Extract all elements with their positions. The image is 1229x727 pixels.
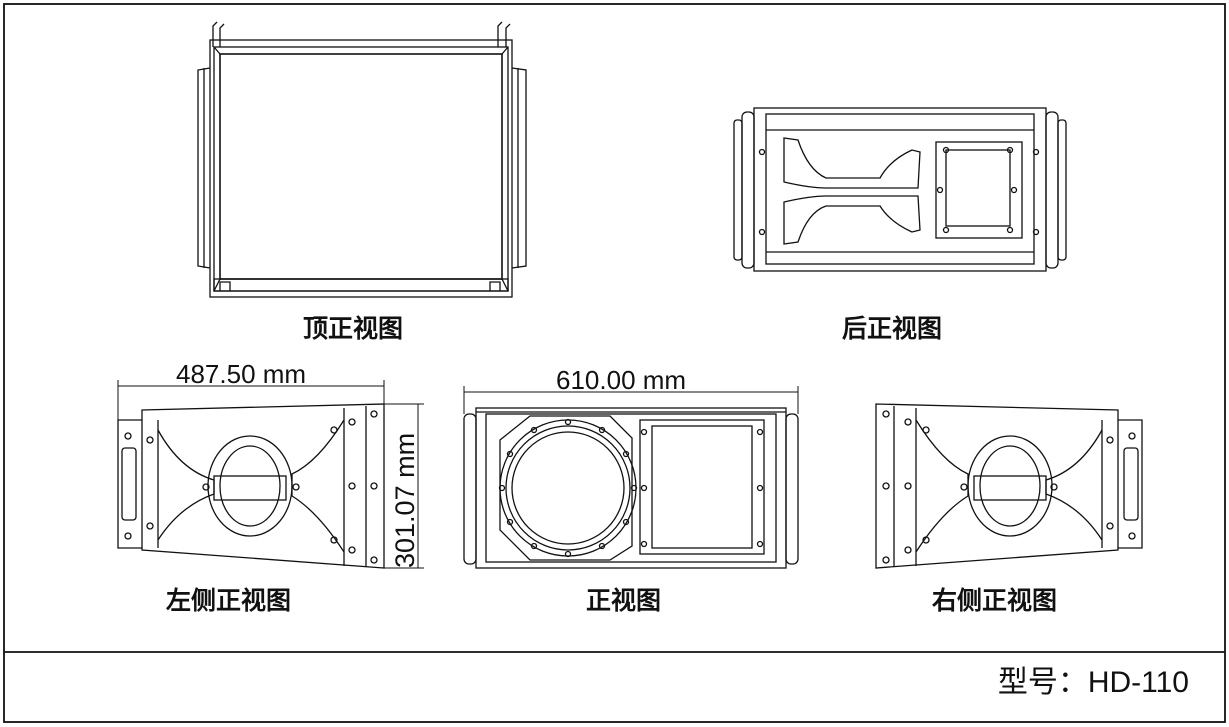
- right-view-label: 右侧正视图: [932, 586, 1058, 615]
- left-view-label: 左侧正视图: [166, 586, 292, 615]
- model-label: 型号：: [997, 665, 1088, 700]
- rear-view-label: 后正视图: [842, 314, 943, 343]
- dimension-height: [384, 403, 424, 569]
- rear-view: [733, 107, 1067, 272]
- dimension-side-width: [117, 380, 385, 420]
- height-dimension-text: 301.07 mm: [390, 432, 420, 568]
- left-side-view: [117, 403, 385, 569]
- right-side-view: [875, 403, 1143, 569]
- front-width-dimension-text: 610.00 mm: [556, 365, 687, 395]
- sheet-border: [3, 3, 1226, 723]
- model-title: 型号：HD-110: [998, 668, 1189, 698]
- front-view-label: 正视图: [586, 586, 662, 615]
- front-view: [463, 407, 799, 569]
- dimension-front-width: [463, 386, 799, 414]
- top-view-label: 顶正视图: [303, 314, 404, 343]
- side-width-dimension-text: 487.50 mm: [176, 359, 307, 389]
- top-view: [197, 21, 527, 298]
- model-value: HD-110: [1087, 666, 1189, 699]
